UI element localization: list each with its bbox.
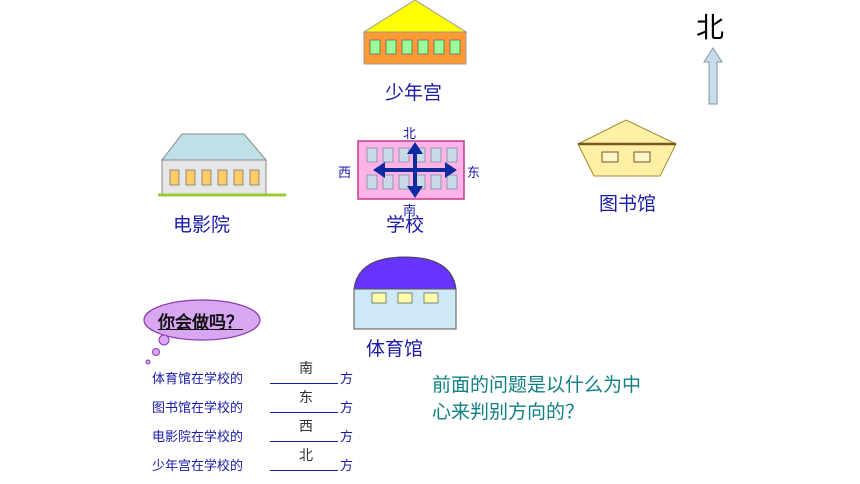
prompt-line-2: 心来判别方向的？ <box>432 401 585 423</box>
palace-label: 少年宫 <box>385 82 443 104</box>
question-answer: 北 <box>299 448 313 464</box>
question-answer: 东 <box>299 390 313 406</box>
cross-arrows-icon <box>373 142 457 198</box>
question-answer: 西 <box>299 419 313 435</box>
question-text: 电影院在学校的 <box>152 430 244 445</box>
cinema-label: 电影院 <box>173 214 231 236</box>
school-south-label: 南 <box>403 204 417 219</box>
school-label: 学校 <box>386 214 425 236</box>
question-suffix: 方 <box>340 459 354 474</box>
answer-underline <box>270 470 338 471</box>
question-suffix: 方 <box>340 430 354 445</box>
library-label: 图书馆 <box>599 193 657 215</box>
cinema-building-icon <box>158 133 286 197</box>
question-text: 少年宫在学校的 <box>152 459 244 474</box>
north-compass: 北 <box>694 6 734 106</box>
school-north-label: 北 <box>403 127 417 142</box>
gym-label: 体育馆 <box>366 338 424 360</box>
bubble-text: 你会做吗？ <box>158 313 243 333</box>
answer-underline <box>270 412 338 413</box>
gym-building-icon <box>353 256 457 330</box>
thought-bubble-icon <box>143 299 261 365</box>
answer-underline <box>270 383 338 384</box>
school-west-label: 西 <box>338 166 352 181</box>
answer-underline <box>270 441 338 442</box>
question-suffix: 方 <box>340 372 354 387</box>
palace-building-icon <box>362 0 468 65</box>
question-answer: 南 <box>299 361 313 377</box>
question-suffix: 方 <box>340 401 354 416</box>
school-east-label: 东 <box>467 166 481 181</box>
question-text: 体育馆在学校的 <box>152 372 244 387</box>
prompt-line-1: 前面的问题是以什么为中 <box>432 374 642 396</box>
library-building-icon <box>577 119 677 177</box>
question-text: 图书馆在学校的 <box>152 401 244 416</box>
north-label: 北 <box>696 11 725 44</box>
north-arrow-icon <box>703 47 723 105</box>
